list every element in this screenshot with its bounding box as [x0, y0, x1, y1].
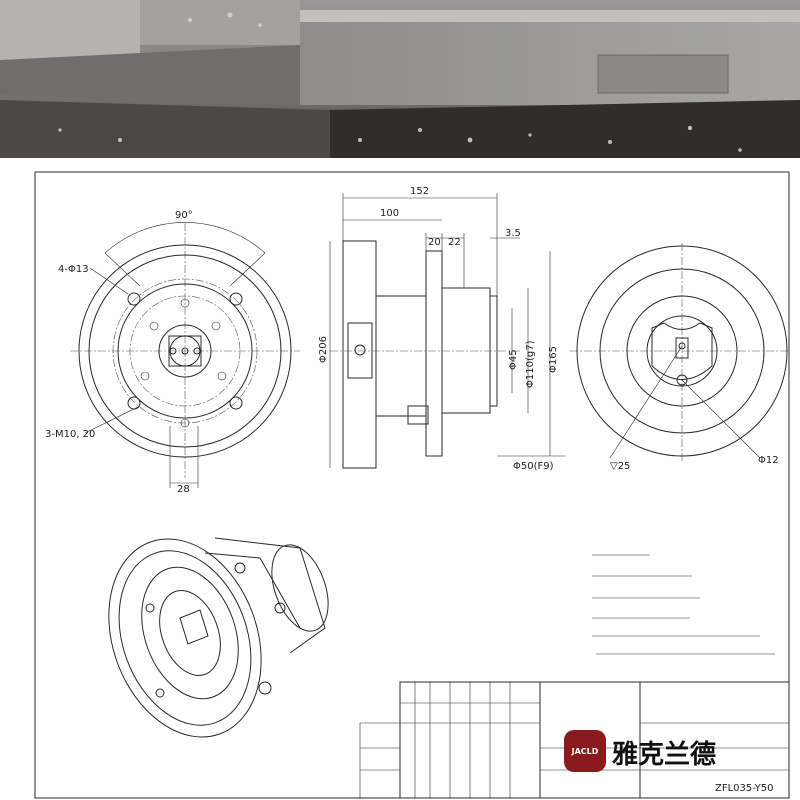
dim-152: 152 — [410, 186, 429, 197]
dim-100: 100 — [380, 208, 399, 219]
dim-depth: ▽25 — [610, 461, 630, 472]
dim-22: 22 — [448, 237, 461, 248]
drawing-number: ZFL035-Y50 — [715, 783, 774, 794]
dim-28: 28 — [177, 484, 190, 495]
dim-thread: 3-M10, 20 — [45, 429, 95, 440]
dim-50: Φ50(F9) — [513, 461, 554, 472]
rear-view: Φ12 — [570, 243, 790, 466]
technical-drawing: 90° 4-Φ13 3-M10, 20 28 152 100 20 22 3.5 — [0, 158, 800, 800]
dim-angle: 90° — [175, 210, 193, 221]
side-view: 152 100 20 22 3.5 Φ206 Φ45 Φ110(g7) Φ165… — [318, 186, 630, 472]
front-view: 90° 4-Φ13 3-M10, 20 28 — [45, 210, 300, 495]
dim-20: 20 — [428, 237, 441, 248]
machine-photo — [0, 0, 800, 158]
dim-165: Φ165 — [548, 346, 559, 373]
dim-3-5: 3.5 — [505, 228, 521, 239]
brand-watermark: JACLD 雅克兰德 — [564, 730, 716, 772]
technical-notes — [592, 554, 775, 655]
dim-45: Φ45 — [508, 349, 519, 370]
isometric-view — [108, 537, 329, 738]
dim-12: Φ12 — [758, 455, 779, 466]
brand-logo-text: JACLD — [571, 747, 599, 756]
brand-logo — [564, 730, 606, 772]
dim-206: Φ206 — [318, 336, 329, 363]
brand-name: 雅克兰德 — [612, 740, 716, 770]
dim-holes: 4-Φ13 — [58, 264, 89, 275]
dim-110: Φ110(g7) — [525, 340, 536, 388]
